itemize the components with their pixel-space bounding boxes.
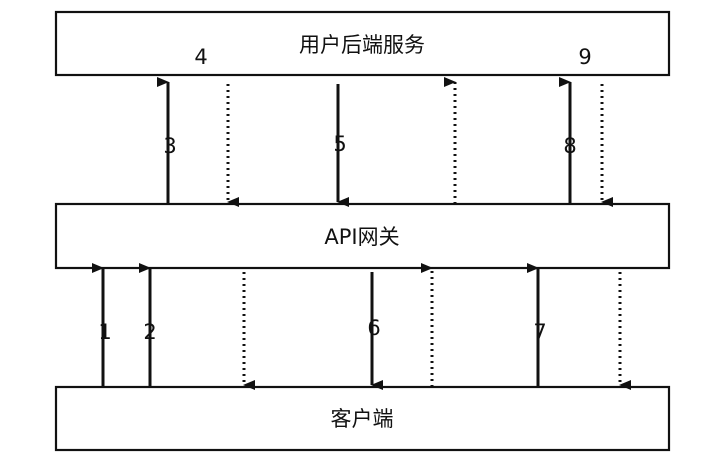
step-label-4: 4 [194,45,207,69]
step-label-6: 6 [367,316,380,340]
client-box: 客户端 [54,385,671,452]
step-label-3: 3 [163,134,176,158]
api-gateway-label: API网关 [324,225,399,249]
step-label-7: 7 [533,320,546,344]
step-label-9: 9 [578,45,591,69]
step-label-1: 1 [98,320,111,344]
step-label-8: 8 [563,134,576,158]
client-label: 客户端 [331,407,394,431]
backend-service-box: 用户后端服务 [54,10,671,77]
api-gateway-box: API网关 [54,202,671,270]
backend-service-label: 用户后端服务 [299,33,425,57]
step-label-5: 5 [333,132,346,156]
step-label-2: 2 [143,320,156,344]
